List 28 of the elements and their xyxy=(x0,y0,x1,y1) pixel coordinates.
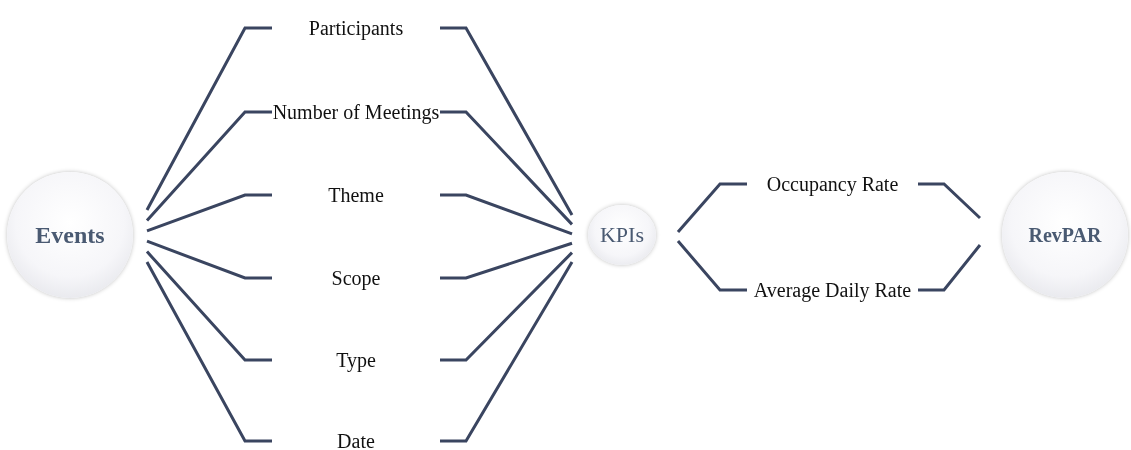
node-label: Occupancy Rate xyxy=(766,172,899,198)
node-label: Date xyxy=(337,429,375,450)
node-label: Theme xyxy=(328,183,384,208)
connector-line xyxy=(440,26,574,216)
connector-line xyxy=(145,110,272,222)
connector-line xyxy=(145,250,272,362)
connector-line xyxy=(145,261,272,443)
connector-line xyxy=(440,251,574,362)
node-label: Average Daily Rate xyxy=(753,278,912,304)
connector-line xyxy=(440,193,573,236)
node-label: Type xyxy=(336,348,376,374)
connector-line xyxy=(918,182,982,220)
connector-line xyxy=(145,26,272,211)
node-label: Number of Meetings xyxy=(272,100,440,126)
connector-line xyxy=(440,261,574,443)
connector-line xyxy=(440,241,573,280)
node-label: Scope xyxy=(331,266,381,292)
circle-node xyxy=(588,205,656,265)
connector-line xyxy=(440,110,574,226)
connector-line xyxy=(146,239,272,280)
connector-line xyxy=(676,182,747,233)
connector-line xyxy=(146,193,272,233)
node-label: KPIs xyxy=(600,222,644,248)
node-label: RevPAR xyxy=(1028,223,1102,247)
connector-line xyxy=(676,240,747,292)
connector-line xyxy=(918,244,982,292)
node-label: Events xyxy=(35,221,105,249)
node-label: Participants xyxy=(308,16,404,42)
